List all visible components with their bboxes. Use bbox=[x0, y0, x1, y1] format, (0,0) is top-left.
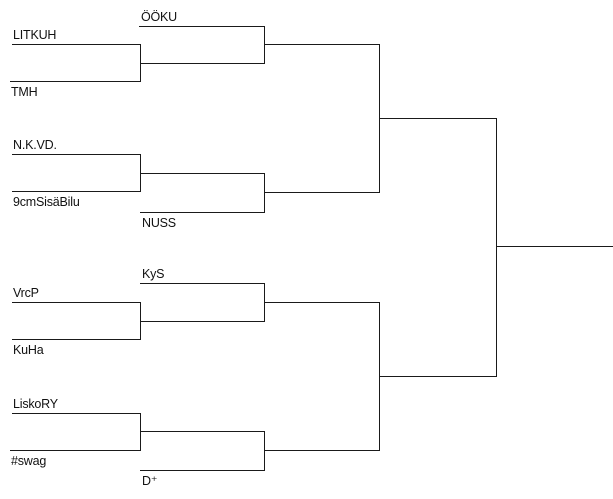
team-label-dplus: D⁺ bbox=[142, 474, 158, 488]
team-label-litkuh: LITKUH bbox=[13, 28, 57, 42]
seed-nuss-line bbox=[140, 212, 265, 213]
semifinal2-winner-line bbox=[379, 376, 497, 377]
team-label-kuha: KuHa bbox=[13, 343, 44, 357]
match2-top-line bbox=[12, 154, 141, 155]
team-label-vrcp: VrcP bbox=[13, 286, 39, 300]
quarterfinal2-connector bbox=[264, 173, 265, 213]
match3-winner-line bbox=[140, 321, 265, 322]
champion-line bbox=[496, 246, 613, 247]
match3-bottom-line bbox=[12, 339, 141, 340]
final-connector bbox=[496, 118, 497, 377]
team-label-liskory: LiskoRY bbox=[13, 397, 58, 411]
match1-bottom-line bbox=[10, 81, 141, 82]
team-label-tmh: TMH bbox=[11, 85, 38, 99]
match4-bottom-line bbox=[10, 450, 141, 451]
quarterfinal4-connector bbox=[264, 431, 265, 471]
match4-top-line bbox=[12, 413, 141, 414]
quarterfinal3-winner-line bbox=[264, 302, 380, 303]
seed-kys-line bbox=[140, 283, 265, 284]
quarterfinal1-connector bbox=[264, 26, 265, 64]
match4-winner-line bbox=[140, 431, 265, 432]
match2-bottom-line bbox=[12, 191, 141, 192]
match2-winner-line bbox=[140, 173, 265, 174]
seed-dplus-line bbox=[140, 470, 265, 471]
seed-ooku-line bbox=[139, 26, 265, 27]
match3-top-line bbox=[12, 302, 141, 303]
quarterfinal1-winner-line bbox=[264, 44, 380, 45]
team-label-nkvd: N.K.VD. bbox=[13, 138, 57, 152]
team-label-9cmsisabilu: 9cmSisäBilu bbox=[13, 195, 80, 209]
team-label-nuss: NUSS bbox=[142, 216, 176, 230]
quarterfinal2-winner-line bbox=[264, 192, 380, 193]
quarterfinal4-winner-line bbox=[264, 450, 380, 451]
match4-connector bbox=[140, 413, 141, 451]
team-label-ooku: ÖÖKU bbox=[141, 10, 178, 24]
team-label-kys: KyS bbox=[142, 267, 165, 281]
team-label-swag: #swag bbox=[11, 454, 47, 468]
semifinal1-winner-line bbox=[379, 118, 497, 119]
match1-top-line bbox=[12, 44, 141, 45]
match1-winner-line bbox=[140, 63, 265, 64]
